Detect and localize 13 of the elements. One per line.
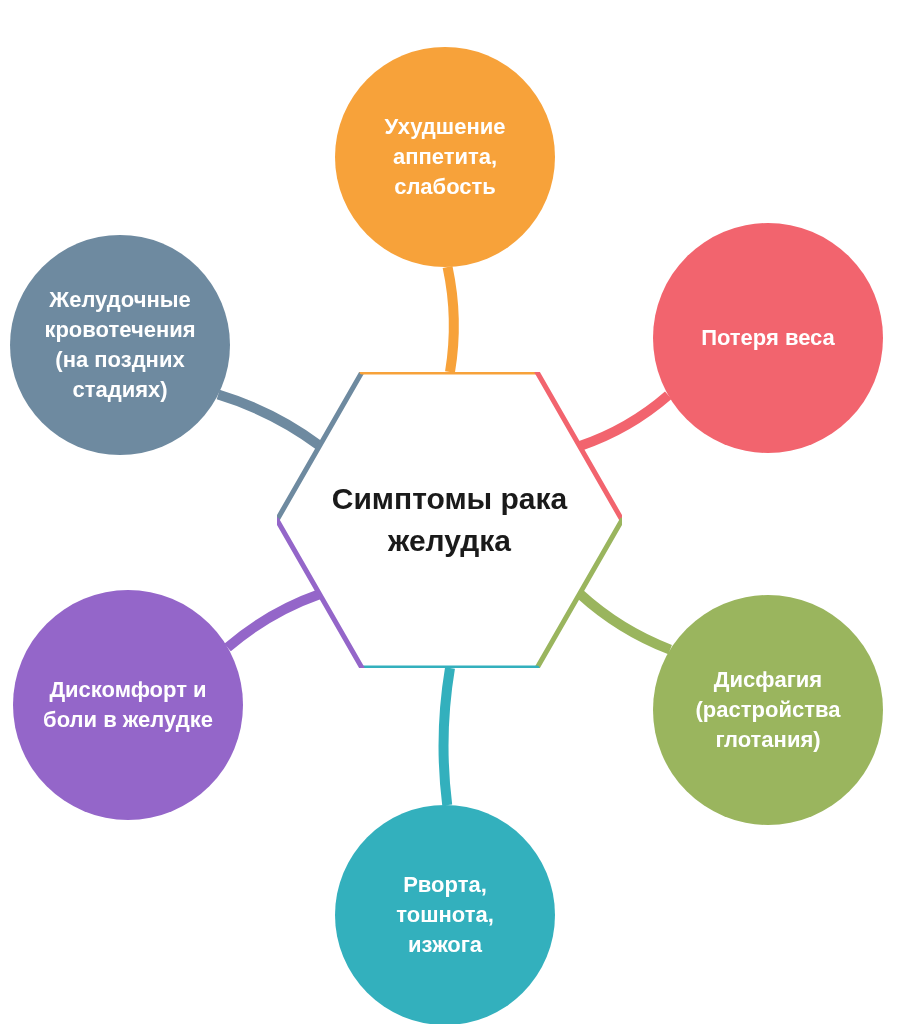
central-title: Симптомы рака желудка xyxy=(330,481,569,559)
connector xyxy=(578,391,672,451)
symptom-label: Дискомфорт и боли в желудке xyxy=(43,676,213,734)
connector xyxy=(438,667,455,806)
symptom-label: Дисфагия (растройства глотания) xyxy=(694,666,842,754)
symptom-label: Рворта, тошнота, изжога xyxy=(395,871,495,959)
symptom-label: Ухудшение аппетита, слабость xyxy=(383,113,507,201)
symptom-label: Потеря веса xyxy=(700,324,836,352)
connector xyxy=(442,266,459,373)
connector xyxy=(224,589,322,652)
connector xyxy=(576,590,672,655)
symptom-label: Желудочные кровотечения (на поздних стадиях) xyxy=(43,286,197,404)
connector xyxy=(216,389,323,451)
